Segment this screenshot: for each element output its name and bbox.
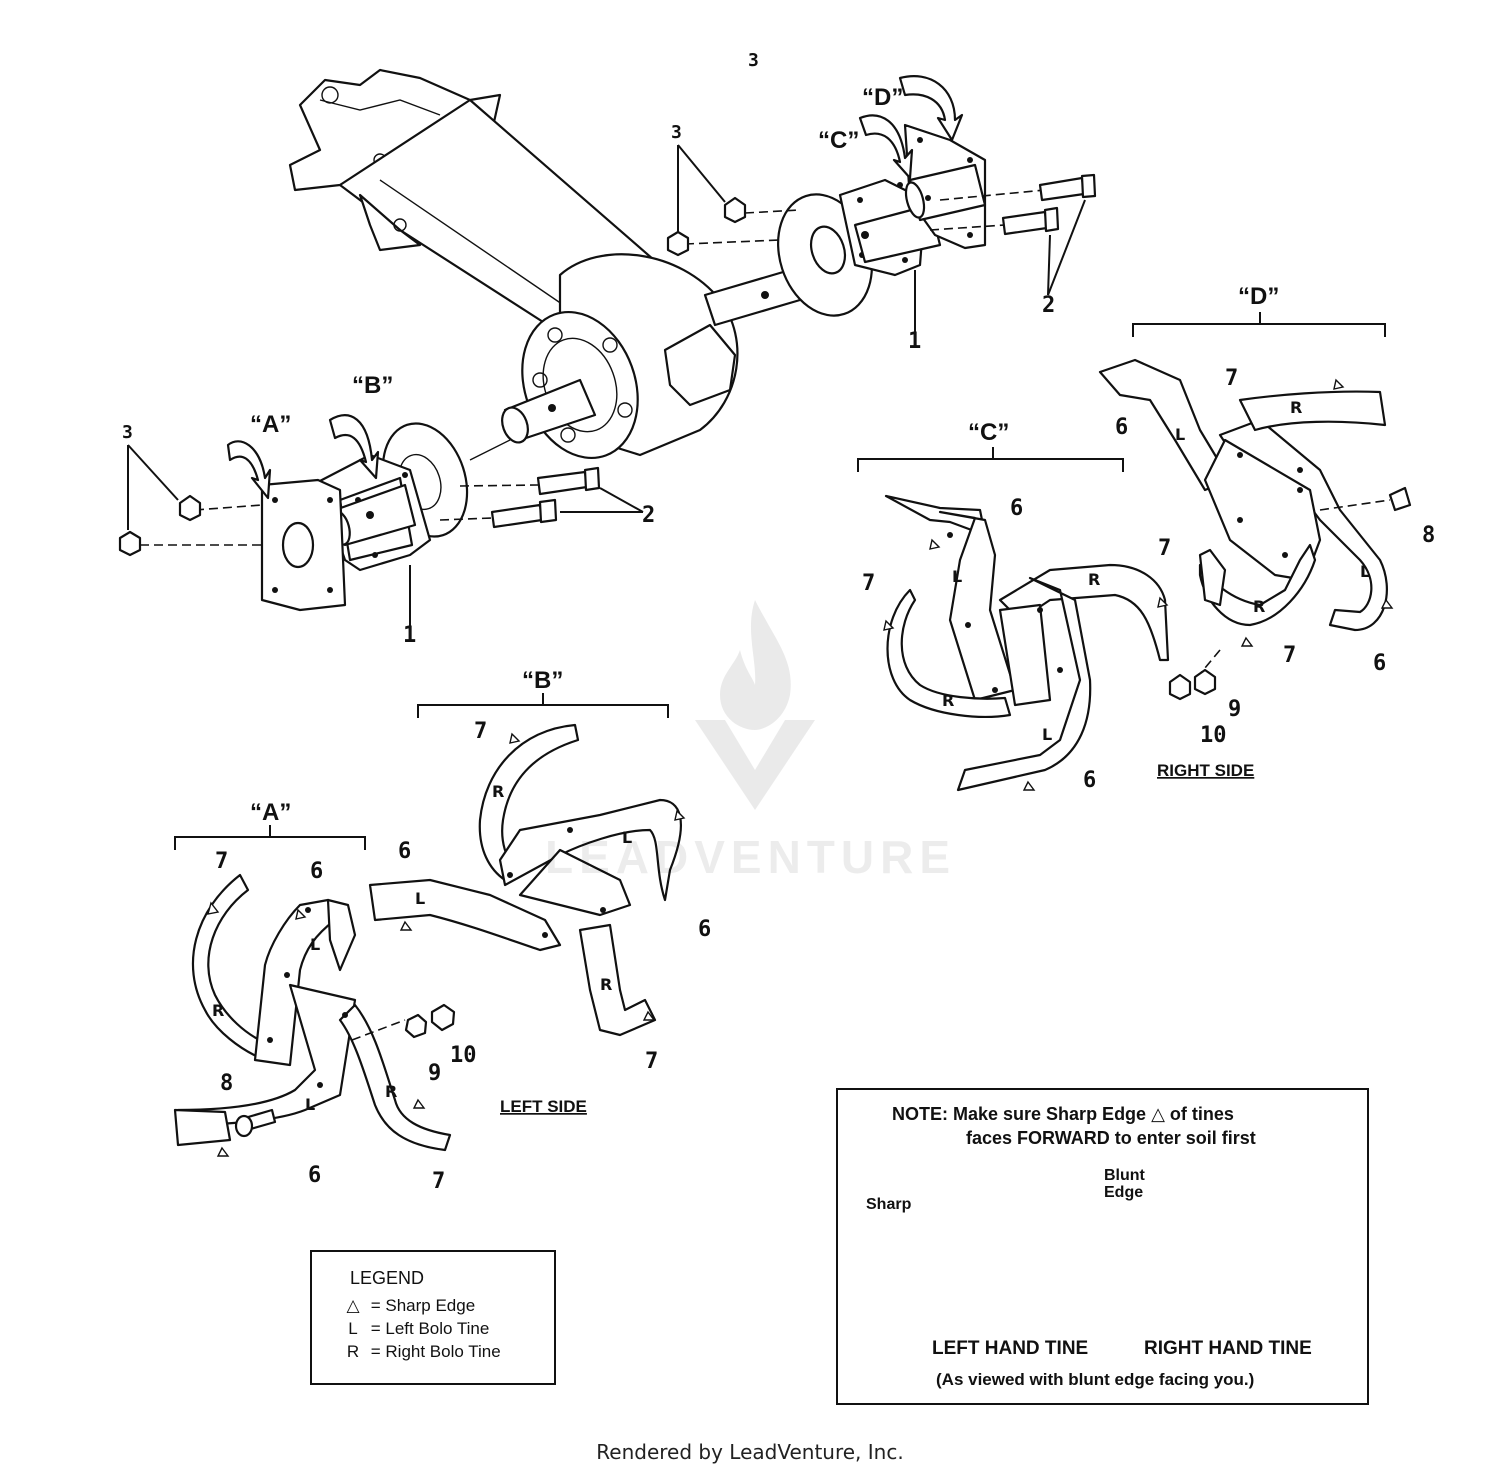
watermark-text: LEADVENTURE [545, 831, 957, 883]
group-label-c-hub: “C” [818, 127, 859, 154]
group-label-a-hub: “A” [250, 411, 291, 438]
b-tine-r-1: R [492, 782, 504, 801]
right-hub-assembly [666, 75, 1097, 335]
a-part-7-top: 7 [215, 849, 228, 874]
part-3-left: 3 [122, 422, 133, 443]
note-sharp-label: Sharp [866, 1196, 912, 1213]
c-tine-l-2: L [1042, 725, 1052, 744]
legend-symbol: L [348, 1319, 358, 1338]
d-part-8: 8 [1422, 523, 1435, 548]
group-label-b-hub: “B” [352, 372, 393, 399]
transmission-housing [288, 68, 802, 460]
right-side-label: RIGHT SIDE [1157, 761, 1254, 780]
d-part-10: 10 [1200, 723, 1227, 748]
a-tine-r-1: R [212, 1001, 224, 1020]
c-tine-r-1: R [1088, 570, 1100, 589]
d-tine-r-2: R [1253, 597, 1265, 616]
legend-row-left: L = Left Bolo Tine [340, 1319, 489, 1339]
legend-row-right: R = Right Bolo Tine [340, 1342, 501, 1362]
a-part-9: 9 [428, 1061, 441, 1086]
note-blunt-label: Blunt [1104, 1167, 1145, 1184]
d-tine-r-1: R [1290, 398, 1302, 417]
b-tine-l-2: L [415, 889, 425, 908]
group-label-b: “B” [522, 667, 563, 694]
d-tine-l-2: L [1360, 562, 1370, 581]
legend-box: LEGEND △ = Sharp Edge L = Left Bolo Tine… [310, 1250, 556, 1385]
c-part-6-bottom: 6 [1083, 768, 1096, 793]
c-part-6-top: 6 [1010, 496, 1023, 521]
group-label-c: “C” [968, 419, 1009, 446]
b-part-7-bottom: 7 [645, 1049, 658, 1074]
b-tine-r-2: R [600, 975, 612, 994]
tine-set-d [1098, 312, 1412, 701]
b-part-6-right: 6 [698, 917, 711, 942]
b-part-6-left: 6 [398, 839, 411, 864]
left-hand-tine-label: LEFT HAND TINE [932, 1338, 1089, 1359]
note-box: NOTE: Make sure Sharp Edge △ of tines fa… [836, 1088, 1369, 1405]
legend-row-text: = Right Bolo Tine [370, 1342, 501, 1361]
group-label-a: “A” [250, 799, 291, 826]
c-part-7-right: 7 [1158, 536, 1171, 561]
note-viewed-caption: (As viewed with blunt edge facing you.) [936, 1370, 1255, 1389]
note-edge-label: Edge [1104, 1184, 1144, 1201]
leadventure-logo-watermark [695, 600, 815, 810]
d-tine-l-1: L [1175, 425, 1185, 444]
left-hub-assembly [118, 414, 644, 635]
d-part-6-bottom: 6 [1373, 651, 1386, 676]
part-1-left: 1 [403, 623, 416, 648]
a-part-6-top: 6 [310, 859, 323, 884]
legend-title: LEGEND [350, 1268, 425, 1288]
a-tine-l-2: L [305, 1095, 315, 1114]
a-part-8: 8 [220, 1071, 233, 1096]
legend-symbol: R [346, 1342, 360, 1361]
d-part-6-top: 6 [1115, 415, 1128, 440]
a-part-6-bottom: 6 [308, 1163, 321, 1188]
note-line-1: NOTE: Make sure Sharp Edge △ of tines [892, 1104, 1234, 1124]
c-tine-l-1: L [952, 567, 962, 586]
part-3-right: 3 [671, 122, 682, 143]
group-label-d-hub: “D” [862, 84, 903, 111]
b-part-7-top: 7 [474, 719, 487, 744]
legend-row-sharp: △ = Sharp Edge [340, 1296, 475, 1316]
tine-set-c [857, 447, 1170, 792]
d-part-9: 9 [1228, 697, 1241, 722]
page-number: 3 [748, 50, 759, 71]
part-2-right: 2 [1042, 293, 1055, 318]
legend-row-text: = Left Bolo Tine [370, 1319, 490, 1338]
b-tine-l-1: L [622, 828, 632, 847]
a-tine-r-2: R [385, 1082, 397, 1101]
c-part-7-left: 7 [862, 571, 875, 596]
part-2-left: 2 [642, 503, 655, 528]
d-part-7-bottom: 7 [1283, 643, 1296, 668]
note-line-2: faces FORWARD to enter soil first [966, 1128, 1256, 1148]
a-part-7-bottom: 7 [432, 1169, 445, 1194]
tine-set-a [173, 825, 456, 1157]
d-part-7-top: 7 [1225, 366, 1238, 391]
sharp-edge-icon: △ [346, 1296, 360, 1315]
part-1-right: 1 [908, 329, 921, 354]
footer-credit: Rendered by LeadVenture, Inc. [596, 1440, 904, 1464]
a-tine-l-1: L [310, 935, 320, 954]
left-side-label: LEFT SIDE [500, 1097, 587, 1116]
legend-row-text: = Sharp Edge [370, 1296, 476, 1315]
tine-set-b [368, 693, 686, 1037]
group-label-d: “D” [1238, 283, 1279, 310]
c-tine-r-2: R [942, 691, 954, 710]
right-hand-tine-label: RIGHT HAND TINE [1144, 1338, 1312, 1359]
a-part-10: 10 [450, 1043, 477, 1068]
